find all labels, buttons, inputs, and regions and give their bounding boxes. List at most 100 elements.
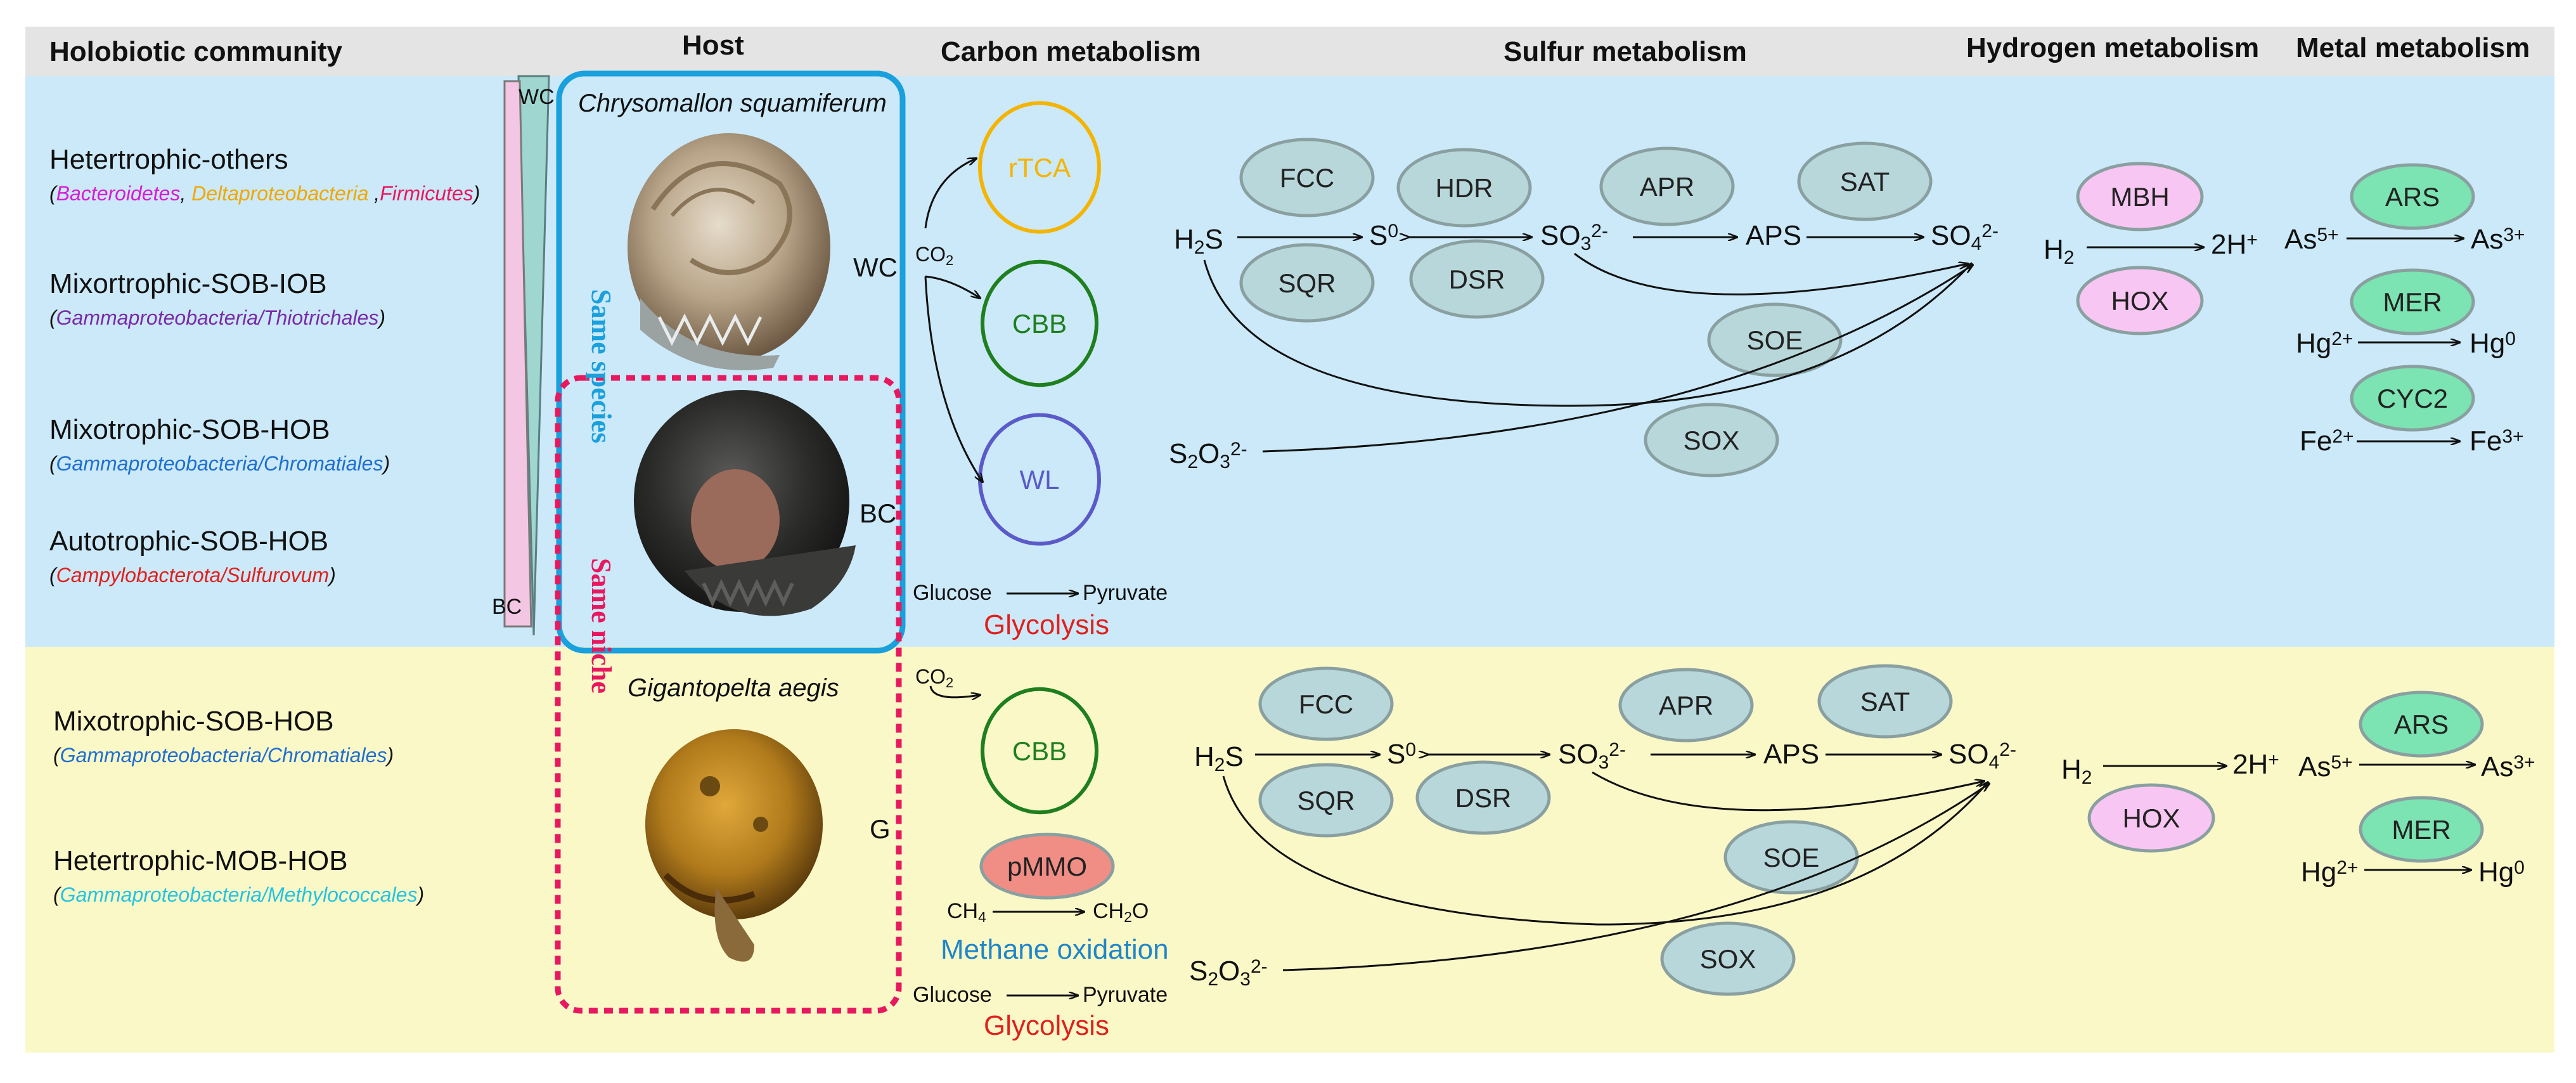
soe-enzyme-top-shape <box>1707 302 1843 377</box>
hplus-top: 2H+ <box>2211 229 2258 260</box>
rtca-ellipse-shape <box>978 101 1101 234</box>
taxon-text: ) <box>415 883 424 906</box>
co2-bottom-part: 2 <box>946 675 953 691</box>
sat-enzyme-top-shape <box>1797 141 1933 221</box>
taxon-text: ( <box>49 182 58 205</box>
fcc-enzyme-bottom-label: FCC <box>1299 689 1353 719</box>
s2o3-top: S2O32- <box>1169 438 1247 472</box>
ch2o-part: O <box>1132 899 1149 923</box>
hox-enzyme-bottom: HOX <box>2087 783 2215 853</box>
dsr-enzyme-bottom: DSR <box>1415 760 1551 835</box>
s0-top: S0 <box>1369 220 1398 251</box>
gradient-wc-label: WC <box>518 85 555 109</box>
sox-enzyme-top-label: SOX <box>1684 425 1740 455</box>
soe-enzyme-bottom: SOE <box>1723 820 1859 895</box>
sat-enzyme-bottom-label: SAT <box>1860 687 1910 717</box>
apr-enzyme-bottom-shape <box>1618 668 1754 743</box>
so3-top-part: 2- <box>1591 221 1608 242</box>
pyruvate-bottom: Pyruvate <box>1083 983 1168 1007</box>
hdr-enzyme-top-shape <box>1396 148 1532 228</box>
arrow-so3-so4-top <box>1574 252 1967 295</box>
mer-enzyme-bottom-shape <box>2359 796 2484 863</box>
taxon-text: ) <box>384 744 394 767</box>
apr-enzyme-bottom-label: APR <box>1659 691 1713 720</box>
ars-enzyme-bottom: ARS <box>2359 691 2484 758</box>
fcc-enzyme-top: FCC <box>1239 138 1375 217</box>
co2-top-part: CO <box>915 243 946 266</box>
sox-enzyme-top: SOX <box>1644 403 1779 477</box>
hg0-bottom-part: 0 <box>2514 857 2525 878</box>
community-list-bottom: Mixotrophic-SOB-HOB(Gammaproteobacteria/… <box>53 706 424 906</box>
host-wc-label: WC <box>853 252 898 282</box>
hplus-bottom-part: 2H <box>2232 749 2268 780</box>
pmmo-enzyme-shape <box>979 833 1115 900</box>
ch2o-part: 2 <box>1124 909 1132 925</box>
wc-bc-gradient: WC BC <box>492 75 555 636</box>
gigantopelta-shell <box>645 729 823 962</box>
hg2-top: Hg2+ <box>2296 328 2353 359</box>
aps-bottom: APS <box>1763 739 1819 770</box>
community-taxa: (Gammaproteobacteria/Thiotrichales) <box>49 306 385 329</box>
mer-enzyme-top: MER <box>2350 268 2475 335</box>
ch2o-part: CH <box>1093 899 1124 923</box>
as3-top: As3+ <box>2471 224 2525 255</box>
co2-top-part: 2 <box>946 252 953 268</box>
community-name: Hetertrophic-others <box>49 144 288 175</box>
hg0-top-part: Hg <box>2470 328 2505 359</box>
so3-top-part: SO <box>1540 220 1581 251</box>
soe-enzyme-bottom-label: SOE <box>1763 843 1820 872</box>
aps-top: APS <box>1746 220 1801 251</box>
mer-enzyme-bottom: MER <box>2359 796 2484 863</box>
h2-top-part: 2 <box>2064 247 2075 268</box>
mbh-enzyme-label: MBH <box>2110 182 2169 212</box>
arrow-co2-wl <box>924 276 982 482</box>
hdr-enzyme-top: HDR <box>1396 148 1532 228</box>
community-name: Mixotrophic-SOB-HOB <box>53 706 334 737</box>
fcc-enzyme-bottom: FCC <box>1258 666 1394 741</box>
glucose-bottom: Glucose <box>913 983 992 1007</box>
community-taxa: (Gammaproteobacteria/Chromatiales) <box>49 452 390 475</box>
so4-bottom-part: SO <box>1948 739 1989 770</box>
as5-bottom-part: 5+ <box>2331 752 2352 773</box>
h2s-bottom-part: H <box>1194 741 1214 772</box>
s2o3-top-part: 2- <box>1230 439 1247 460</box>
cbb-ellipse-bottom-label: CBB <box>1012 736 1067 766</box>
s2o3-top-part: O <box>1198 438 1220 469</box>
s0-top-part: S <box>1369 220 1388 251</box>
cbb-ellipse-bottom-shape <box>981 687 1098 815</box>
s2o3-top-part: S <box>1169 438 1187 469</box>
as5-bottom-part: As <box>2298 751 2331 782</box>
so3-bottom-part: 2- <box>1609 739 1626 760</box>
mbh-enzyme-shape <box>2076 162 2204 231</box>
as3-top-part: 3+ <box>2503 224 2525 245</box>
chrysomallon-bc-shell <box>634 390 856 616</box>
as3-bottom: As3+ <box>2481 751 2535 782</box>
as5-top: As5+ <box>2284 224 2339 255</box>
hox-enzyme-top-shape <box>2076 266 2204 335</box>
ars-enzyme-top-label: ARS <box>2385 182 2440 212</box>
sox-enzyme-top-shape <box>1644 403 1779 477</box>
sqr-enzyme-bottom-shape <box>1258 763 1394 838</box>
h2s-bottom-part: 2 <box>1214 755 1225 775</box>
same-species-label: Same species <box>586 289 617 443</box>
so4-bottom-part: 2- <box>1999 739 2016 760</box>
taxon-text: Gammaproteobacteria/Methylococcales <box>60 883 418 906</box>
as3-top-part: As <box>2471 224 2503 255</box>
as3-bottom-part: As <box>2481 751 2513 782</box>
ars-enzyme-bottom-shape <box>2359 691 2484 758</box>
mer-enzyme-top-shape <box>2350 268 2475 335</box>
header-community: Holobiotic community <box>49 36 343 67</box>
fe2-part: Fe <box>2300 425 2332 457</box>
community-taxa: (Bacteroidetes, Deltaproteobacteria ,Fir… <box>49 182 480 205</box>
as5-top-part: As <box>2284 224 2317 255</box>
so3-top: SO32- <box>1540 220 1608 254</box>
community-name: Mixotrophic-SOB-HOB <box>49 414 330 445</box>
same-niche-label: Same niche <box>586 558 617 694</box>
hplus-top-part: 2H <box>2211 229 2246 260</box>
sqr-enzyme-bottom: SQR <box>1258 763 1394 838</box>
same-species-box <box>556 70 906 654</box>
s0-top-part: 0 <box>1388 221 1398 242</box>
h2s-top-part: S <box>1204 224 1223 255</box>
so4-top-part: SO <box>1931 220 1971 251</box>
ch4-part: CH <box>947 899 978 923</box>
